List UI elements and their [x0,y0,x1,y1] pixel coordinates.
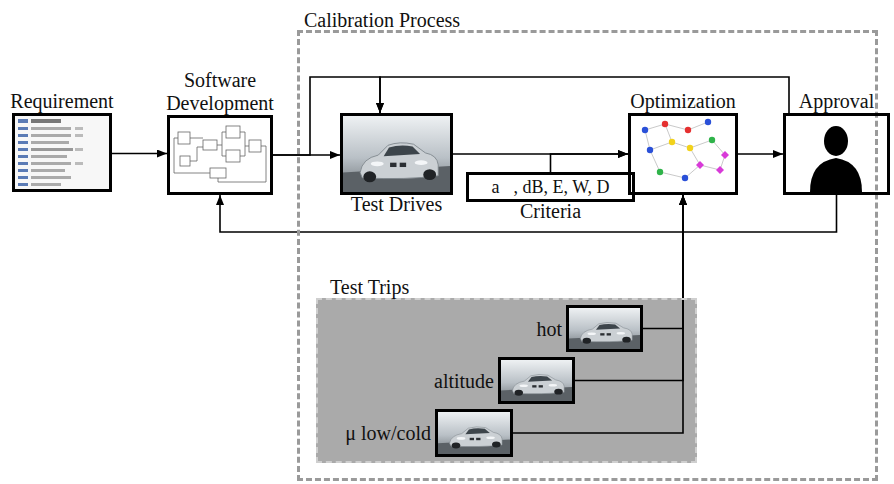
document-row [75,148,83,151]
diagram-block [180,156,190,166]
document-picture [15,116,109,189]
diagram-block [226,126,240,138]
diagram-block [210,168,226,178]
process-region: Calibration ProcessTest Drivesa⃗, dB, E,… [297,30,878,481]
graph-dot [662,121,668,127]
node-label: Optimization [630,90,736,113]
graph-ground [631,116,735,192]
person-body [810,158,862,192]
document-row [18,176,28,179]
diagram-wires [174,132,266,182]
document-row [18,183,28,186]
graph-diamond [696,161,704,169]
graph-diamond [721,151,729,159]
document-page [15,116,109,189]
connector [273,77,380,155]
connector [513,195,683,433]
document-row [31,155,67,158]
car-photo [569,308,640,349]
diagram-block [226,150,240,162]
graph-dot [682,175,688,181]
document-row [75,134,83,137]
node-label: μ low/cold [345,422,431,445]
diagram-block [178,132,190,144]
person-head [824,126,848,156]
document-row [18,119,28,123]
connector [380,77,789,113]
car-photo [438,412,510,454]
connector [643,195,683,329]
connector [551,154,629,172]
node-label: hot [536,317,562,340]
trip-box: altitude [498,357,575,404]
graph-dot [647,147,653,153]
node-label: Calibration Process [304,9,460,32]
document-box: Requirement [12,113,112,192]
document-row [31,127,71,130]
process-box: Software Development [167,115,273,195]
approval-box: Approval [783,113,890,195]
document-row [18,127,28,130]
document-row [18,162,28,165]
graph-diamond [716,166,724,174]
diagram-block [203,140,217,150]
document-row [18,134,28,137]
node-label: Approval [799,90,875,113]
graph-lines [645,122,725,178]
document-row [31,176,71,179]
diagram-ground [170,118,270,192]
document-row [18,155,28,158]
document-row [31,119,61,123]
graph-dot [687,145,693,151]
document-row [31,183,61,186]
document-row [75,127,83,130]
graph-dot [709,137,715,143]
car-pictures [343,116,450,192]
graph-dot [705,119,711,125]
person-picture [786,116,887,192]
document-row [18,141,28,144]
test-trips-band: Test Tripshotaltitudeμ low/cold [316,298,697,463]
document-row [31,134,71,137]
connector [738,153,783,155]
graph-dot [642,127,648,133]
node-caption: Criteria [520,200,581,223]
document-row [31,148,73,151]
document-row [18,148,28,151]
test-drive-box: Test Drives [340,113,453,195]
optimization-box: Optimization [628,113,738,195]
node-label: Requirement [10,90,113,113]
connector [112,153,167,155]
document-row [18,169,28,172]
connector [575,195,683,381]
trip-box: hot [566,305,643,352]
graph-dot [669,139,675,145]
block-diagram-picture [170,118,270,192]
car-photo [501,360,572,401]
person-ground [786,116,887,192]
node-label: Test Trips [330,276,409,299]
node-label: Software Development [145,69,295,115]
document-row [31,162,71,165]
diagram-block [249,140,261,152]
node-label: Test Drives [351,193,442,216]
graph-picture [631,116,735,192]
graph-dot [657,169,663,175]
connector [220,195,837,232]
node-label: altitude [434,369,494,392]
document-row [31,169,65,172]
graph-dot [685,127,691,133]
document-row [75,162,83,165]
document-row [31,141,69,144]
car-photo [343,116,450,192]
criteria-box: a⃗, dB, E, W, DCriteria [466,172,635,202]
node-label: a⃗, dB, E, W, D [469,177,632,198]
trip-box: μ low/cold [435,409,513,457]
